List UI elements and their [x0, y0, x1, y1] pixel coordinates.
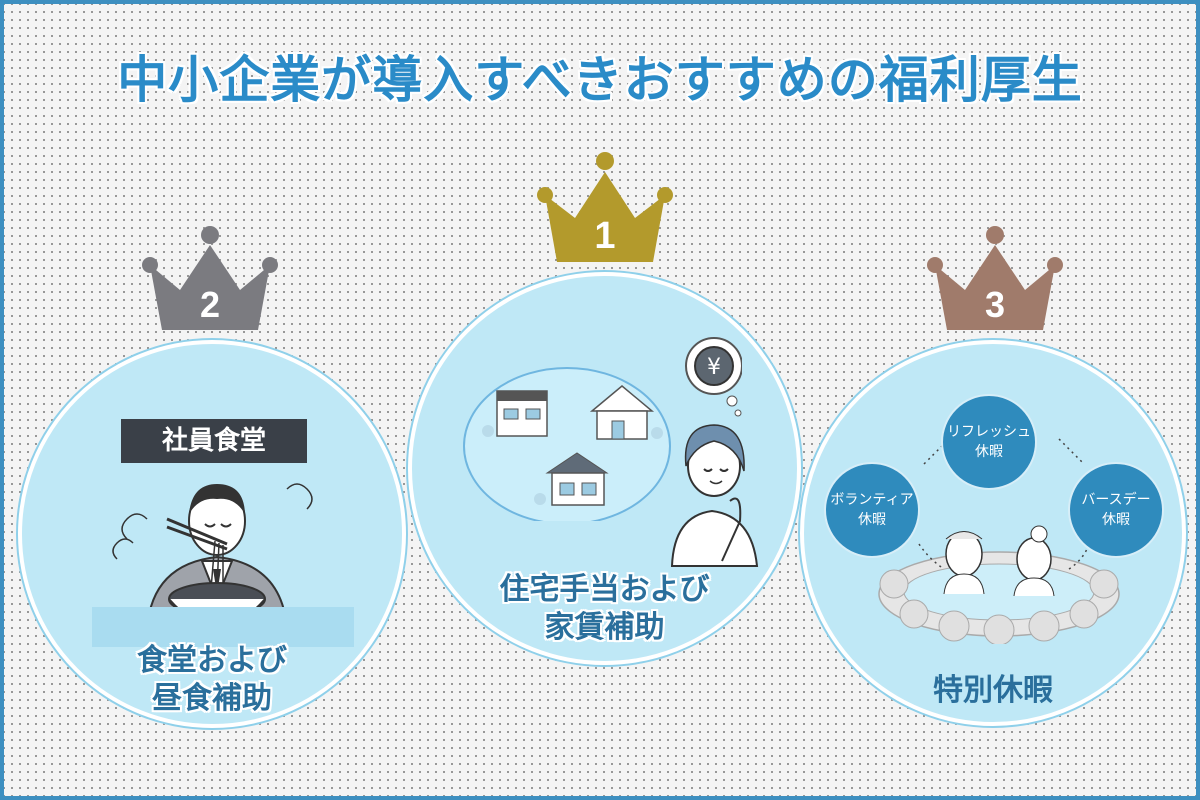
- refresh-leave-line1: リフレッシュ: [947, 423, 1031, 440]
- rank-2-label-line2: 昼食補助: [152, 680, 272, 716]
- volunteer-leave-line1: ボランティア: [830, 491, 914, 508]
- birthday-leave-bubble: バースデー 休暇: [1068, 462, 1164, 558]
- crown-rank-1-icon: [537, 152, 673, 262]
- rank-1-label-line1: 住宅手当および: [499, 572, 710, 607]
- rank-2-label: 食堂および 昼食補助: [22, 642, 402, 717]
- page-title: 中小企業が導入すべきおすすめの福利厚生: [117, 51, 1083, 109]
- rank-1-label: 住宅手当および 家賃補助: [412, 571, 797, 646]
- crown-rank-2-icon: [142, 226, 278, 330]
- hot-spring-icon: [878, 525, 1120, 644]
- refresh-leave-line2: 休暇: [975, 444, 1003, 460]
- cafeteria-badge: 社員食堂: [121, 419, 307, 463]
- volunteer-leave-line2: 休暇: [857, 512, 886, 528]
- woman-thinking-icon: [670, 424, 759, 567]
- rank-3-number: 3: [984, 284, 1006, 325]
- crown-rank-3-icon: [927, 226, 1063, 330]
- rank-2-number: 2: [199, 284, 221, 325]
- birthday-leave-line1: バースデー: [1081, 491, 1151, 508]
- houses-illustration-icon: ¥: [463, 337, 742, 521]
- circle-rank-2: 社員食堂 食堂および 昼食補助: [18, 340, 406, 728]
- svg-text:¥: ¥: [707, 355, 721, 380]
- rank-1-label-line2: 家賃補助: [544, 609, 665, 645]
- rank-2-label-line1: 食堂および: [137, 643, 287, 678]
- circle-rank-1: ¥ 住宅手当および 家賃補助: [408, 272, 801, 665]
- rank-3-label: 特別休暇: [933, 673, 1053, 708]
- label-highlight: [92, 607, 354, 647]
- birthday-leave-line2: 休暇: [1102, 512, 1130, 528]
- refresh-leave-bubble: リフレッシュ 休暇: [941, 394, 1037, 490]
- rank-1-number: 1: [594, 215, 616, 257]
- circle-rank-3: リフレッシュ 休暇 ボランティア 休暇 バースデー 休暇 特別休暇: [800, 340, 1186, 726]
- volunteer-leave-bubble: ボランティア 休暇: [824, 462, 920, 558]
